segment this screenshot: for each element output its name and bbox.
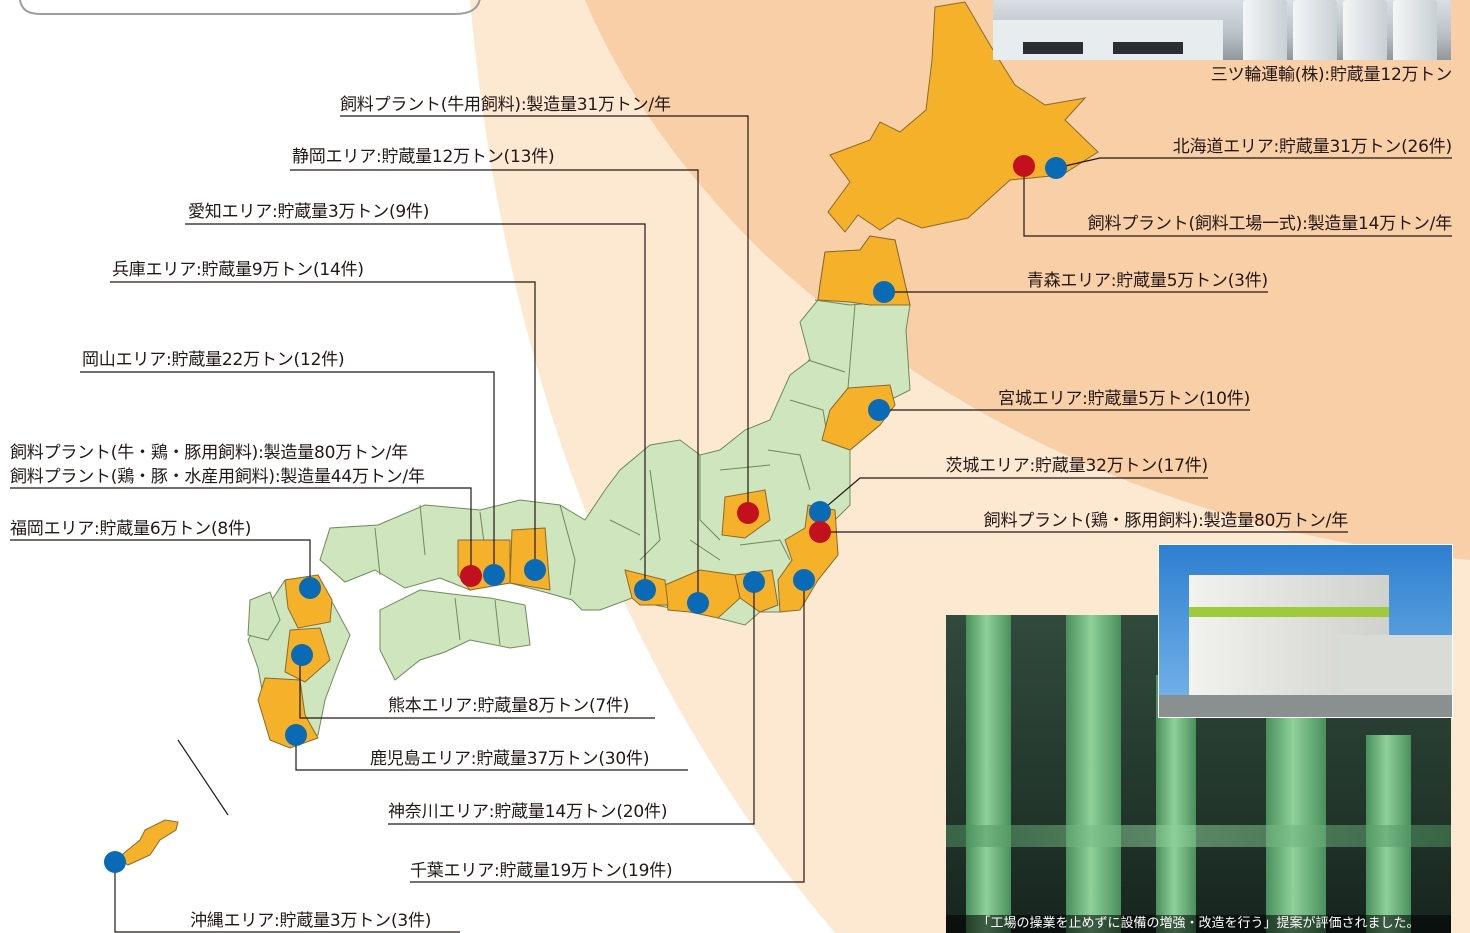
photo-building-block: [993, 20, 1223, 60]
marker-aomori: [873, 281, 895, 303]
photo-silo: [1343, 0, 1387, 60]
photo-silo: [1393, 0, 1437, 60]
label-plant-chicken-pig: 飼料プラント(鶏・豚用飼料):製造量80万トン/年: [983, 511, 1349, 531]
marker-gunma-plant: [737, 502, 759, 524]
background-arc-inner: [585, 0, 1470, 560]
marker-okayama: [483, 564, 505, 586]
label-okayama: 岡山エリア:貯蔵量22万トン(12件): [82, 350, 345, 370]
label-aomori: 青森エリア:貯蔵量5万トン(3件): [1026, 271, 1268, 291]
okinawa-separator: [177, 739, 229, 816]
photo-window: [1023, 42, 1083, 54]
marker-hokkaido-plant: [1013, 155, 1035, 177]
hyogo-prefecture: [509, 527, 551, 591]
prefecture-borders: [374, 299, 906, 596]
marker-miyagi: [868, 399, 890, 421]
label-plant-cattle-feed: 飼料プラント(牛用飼料):製造量31万トン/年: [340, 95, 671, 115]
okinawa-prefecture: [117, 819, 179, 866]
marker-okinawa: [104, 851, 126, 873]
marker-kagoshima: [285, 724, 307, 746]
label-plant-full-factory: 飼料プラント(飼料工場一式):製造量14万トン/年: [1087, 214, 1453, 234]
label-chiba: 千葉エリア:貯蔵量19万トン(19件): [410, 861, 673, 881]
header-box-border: [19, 0, 481, 15]
marker-ibaraki-plant: [809, 521, 831, 543]
label-hokkaido-photo: 三ツ輪運輸(株):貯蔵量12万トン: [1210, 65, 1452, 85]
label-hokkaido: 北海道エリア:貯蔵量31万トン(26件): [1172, 137, 1452, 157]
marker-hyogo: [524, 559, 546, 581]
photo-pipe: [1156, 675, 1196, 933]
marker-kumamoto: [291, 644, 313, 666]
photo-pipe: [1266, 705, 1326, 933]
marker-okayama-plant: [460, 565, 482, 587]
label-kumamoto: 熊本エリア:貯蔵量8万トン(7件): [388, 696, 630, 716]
photo-building-annex: [1339, 635, 1452, 695]
shikoku-borders: [454, 597, 501, 646]
photo-silo: [1243, 0, 1287, 60]
photo-window: [1113, 42, 1183, 54]
label-plant-cattle-chicken-pig: 飼料プラント(牛・鶏・豚用飼料):製造量80万トン/年: [10, 443, 408, 463]
shikoku-island: [379, 589, 531, 681]
photo-building-ground: [1159, 695, 1452, 717]
marker-ibaraki: [809, 501, 831, 523]
label-fukuoka: 福岡エリア:貯蔵量6万トン(8件): [10, 519, 252, 539]
leader-lines: [10, 115, 1452, 933]
photo-pipe: [966, 615, 1011, 933]
label-plant-chicken-pig-aqua: 飼料プラント(鶏・豚・水産用飼料):製造量44万トン/年: [10, 467, 425, 487]
label-okinawa: 沖縄エリア:貯蔵量3万トン(3件): [190, 911, 432, 931]
photo-silo: [1293, 0, 1337, 60]
label-ibaraki: 茨城エリア:貯蔵量32万トン(17件): [945, 456, 1209, 476]
photo-building-stripe: [1189, 607, 1389, 617]
label-kagoshima: 鹿児島エリア:貯蔵量37万トン(30件): [370, 749, 650, 769]
label-hyogo: 兵庫エリア:貯蔵量9万トン(14件): [112, 260, 364, 280]
photo-pipe: [1066, 615, 1121, 933]
marker-hokkaido-storage: [1045, 157, 1067, 179]
nagasaki-prefecture: [247, 591, 281, 641]
marker-aichi: [634, 579, 656, 601]
photo-rail: [946, 825, 1451, 847]
factory-building-photo: [1158, 544, 1453, 718]
label-miyagi: 宮城エリア:貯蔵量5万トン(10件): [998, 389, 1250, 409]
storage-markers: [104, 157, 1067, 873]
plant-markers: [460, 155, 1035, 587]
marker-kanagawa: [743, 571, 765, 593]
marker-fukuoka: [299, 577, 321, 599]
marker-shizuoka: [687, 592, 709, 614]
label-aichi: 愛知エリア:貯蔵量3万トン(9件): [188, 202, 430, 222]
label-kanagawa: 神奈川エリア:貯蔵量14万トン(20件): [388, 802, 668, 822]
label-shizuoka: 静岡エリア:貯蔵量12万トン(13件): [292, 147, 555, 167]
marker-chiba: [793, 569, 815, 591]
storage-facility-photo: [993, 0, 1451, 60]
photo-caption: 「工場の操業を止めずに設備の増強・改造を行う」提案が評価されました。: [946, 915, 1451, 933]
